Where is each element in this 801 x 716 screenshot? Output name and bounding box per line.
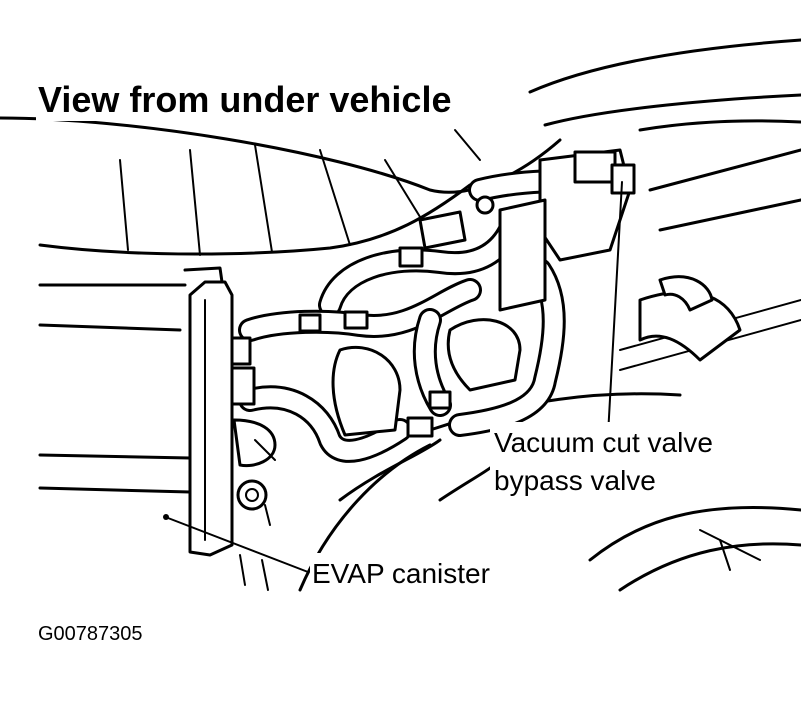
vacuum-cut-valve-label: Vacuum cut valve <box>494 427 713 458</box>
canister-leader-dot <box>163 514 169 520</box>
canister-leader-line <box>167 517 309 573</box>
figure-code: G00787305 <box>38 623 143 645</box>
valve-assemblies <box>298 148 636 438</box>
right-frame-structure <box>428 275 801 592</box>
valve-leader-line <box>607 181 623 436</box>
bypass-valve-label: bypass valve <box>494 465 656 496</box>
view-title: View from under vehicle <box>38 79 451 120</box>
evap-canister-label: EVAP canister <box>312 558 490 589</box>
valve-label-backdrop <box>490 422 772 500</box>
leader-lines <box>163 181 623 573</box>
canister-label-backdrop <box>310 553 536 589</box>
title-backdrop <box>36 75 514 121</box>
evap-canister <box>183 266 277 557</box>
